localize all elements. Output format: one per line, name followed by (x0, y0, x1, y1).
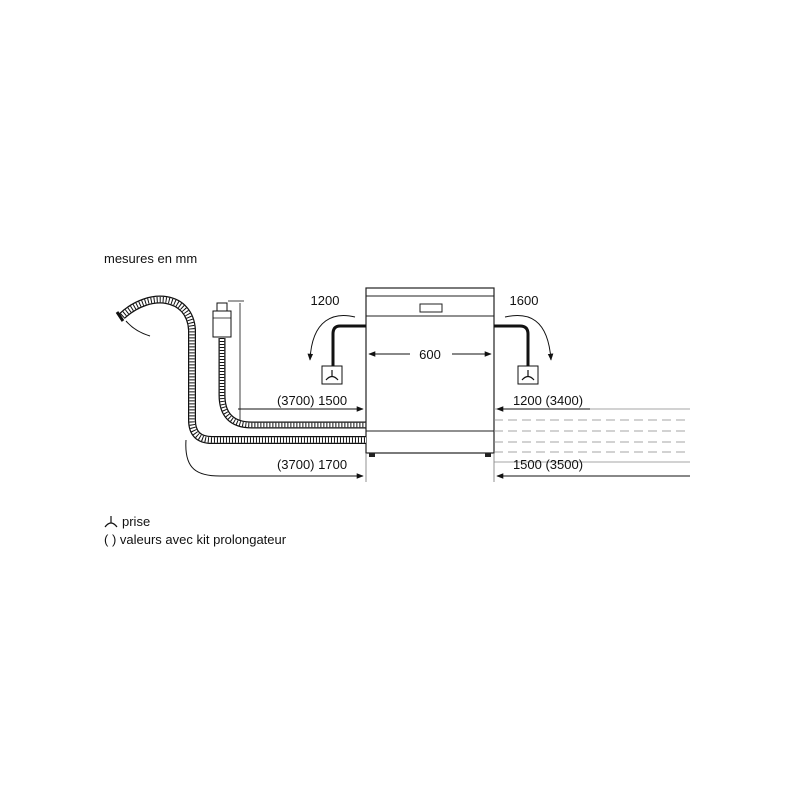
power-cable-right (494, 315, 554, 366)
legend-extension-label: ( ) valeurs avec kit prolongateur (104, 532, 287, 547)
legend-socket-label: prise (122, 514, 151, 529)
width-dimension: 600 (368, 347, 492, 362)
legend-extension-row: ( ) valeurs avec kit prolongateur (104, 531, 286, 549)
units-caption: mesures en mm (104, 251, 198, 266)
left-lower-label: (3700) 1700 (277, 457, 347, 472)
legend-socket-row: prise (104, 513, 286, 531)
counter-lines (494, 408, 690, 463)
left-outlet-label: 1200 (311, 293, 340, 308)
right-dimensions: 1200 (3400) 1500 (3500) (496, 393, 690, 479)
right-upper-label: 1200 (3400) (513, 393, 583, 408)
drain-hose (115, 295, 366, 444)
width-label: 600 (419, 347, 441, 362)
right-lower-label: 1500 (3500) (513, 457, 583, 472)
dishwasher-outline (365, 287, 495, 457)
right-outlet-label: 1600 (510, 293, 539, 308)
valve-height-marker (228, 300, 244, 420)
left-dimensions: (3700) 1500 (3700) 1700 (185, 393, 364, 479)
power-cable-left (307, 315, 366, 366)
reference-lines (365, 453, 495, 482)
socket-icon-left (321, 365, 343, 385)
water-valve-icon (212, 302, 232, 338)
inlet-hose (218, 338, 366, 429)
socket-icon (104, 516, 118, 528)
socket-icon-right (517, 365, 539, 385)
left-upper-label: (3700) 1500 (277, 393, 347, 408)
legend: prise ( ) valeurs avec kit prolongateur (104, 513, 286, 549)
